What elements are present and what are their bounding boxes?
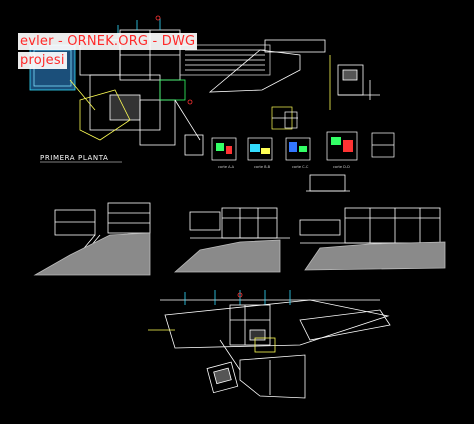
section-label-b: corte B-B xyxy=(254,165,271,169)
section-labels: corte A-A corte B-B corte C-C corte D-D xyxy=(218,165,350,169)
detail-top-right xyxy=(329,55,380,110)
section-right xyxy=(299,207,446,271)
terrain-middle xyxy=(173,239,281,273)
watermark-line-2: projesi xyxy=(18,52,67,69)
watermark-line-1: evler - ORNEK.ORG - DWG xyxy=(18,33,198,50)
section-left xyxy=(33,202,151,276)
section-label-a: corte A-A xyxy=(218,165,235,169)
watermark: evler - ORNEK.ORG - DWG projesi xyxy=(18,33,198,69)
section-label-d: corte D-D xyxy=(333,165,350,169)
terrain-left xyxy=(33,232,151,276)
section-thumbnails xyxy=(211,106,395,161)
plan-label: PRIMERA PLANTA xyxy=(40,154,108,162)
terrain-right xyxy=(304,241,446,271)
section-label-c: corte C-C xyxy=(292,165,309,169)
section-middle xyxy=(173,207,290,273)
floor-plan-bottom xyxy=(148,290,391,399)
